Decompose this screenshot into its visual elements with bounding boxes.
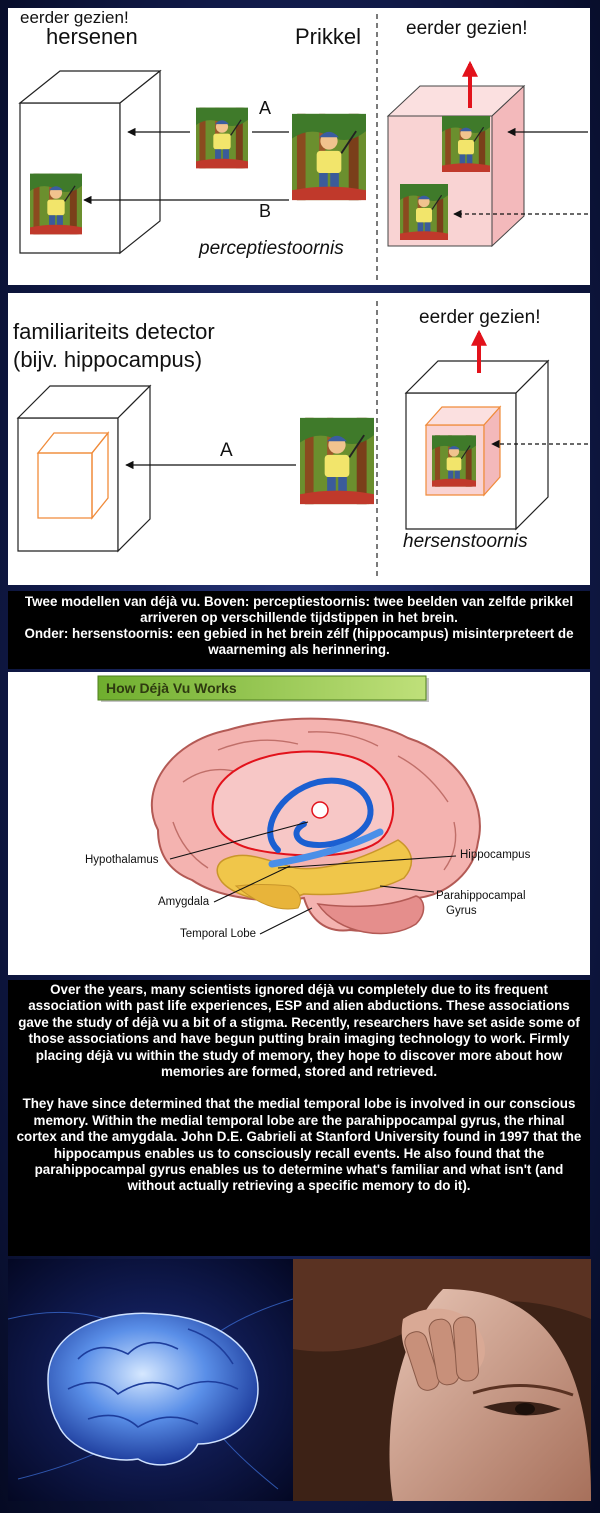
hippocampus-shape [267, 777, 374, 853]
stimulus-image-upper [442, 115, 490, 173]
diagram-caption: Twee modellen van déjà vu. Boven: percep… [8, 591, 590, 669]
label-parahippocampal: Parahippocampal [436, 890, 526, 902]
temporal-lobe-front [234, 884, 301, 910]
arrow-label-a: A [259, 98, 272, 118]
title-bar [97, 675, 427, 701]
brain-gyri [172, 731, 457, 871]
hypothalamus-shape [311, 801, 329, 819]
label-perception-disorder: perceptiestoornis [199, 238, 344, 259]
article-paragraph-1: Over the years, many scientists ignored … [18, 982, 580, 1080]
brain-disorder-diagram: familiariteits detector (bijv. hippocamp… [8, 293, 590, 585]
stimulus-image-a [196, 106, 248, 170]
label-seen-before-right: eerder gezien! [406, 18, 528, 39]
brain-anatomy-drawing [97, 675, 481, 935]
caption-line-2: Onder: hersenstoornis: een gebied in het… [24, 626, 574, 657]
label-seen-before: eerder gezien! [419, 307, 541, 328]
label-gyrus: Gyrus [446, 905, 477, 917]
stimulus-image-inner [432, 434, 476, 488]
stimulus-image-source [300, 416, 374, 506]
stimulus-image-source [292, 112, 366, 202]
stimulus-image-lower [400, 183, 448, 241]
headache-woman-image [293, 1259, 591, 1501]
perception-disorder-drawing [18, 14, 588, 280]
perception-disorder-diagram: eerder gezien! hersenen Prikkel eerder g… [8, 8, 590, 285]
brain-anatomy-diagram: How Déjà Vu Works Hypothalamus Amygdala … [8, 672, 590, 975]
label-hypothalamus: Hypothalamus [85, 854, 159, 866]
arrow-label-a: A [220, 440, 233, 461]
article-text: Over the years, many scientists ignored … [8, 980, 590, 1256]
label-brain: hersenen [46, 24, 138, 49]
label-temporal-lobe: Temporal Lobe [180, 928, 257, 940]
brain-disorder-drawing [16, 301, 588, 577]
orange-inner-box [36, 431, 110, 520]
label-hippocampus: Hippocampus [460, 849, 531, 861]
label-amygdala: Amygdala [158, 896, 210, 908]
stimulus-image-late [30, 172, 82, 236]
leader-lines [169, 821, 457, 935]
label-familiarity-detector: familiariteits detector [13, 319, 215, 344]
caption-line-1: Twee modellen van déjà vu. Boven: percep… [24, 594, 574, 625]
label-brain-disorder: hersenstoornis [403, 531, 528, 552]
arrow-label-b: B [259, 201, 272, 221]
label-stimulus: Prikkel [295, 24, 362, 49]
article-paragraph-2: They have since determined that the medi… [16, 1096, 582, 1194]
hippocampus-tail [268, 828, 384, 868]
limbic-region [211, 750, 394, 857]
label-seen-before: eerder gezien! [20, 8, 129, 27]
diagram-title: How Déjà Vu Works [106, 680, 237, 696]
cerebellum [316, 895, 425, 935]
glowing-brain-image [8, 1259, 293, 1501]
label-hippocampus-example: (bijv. hippocampus) [13, 347, 203, 372]
